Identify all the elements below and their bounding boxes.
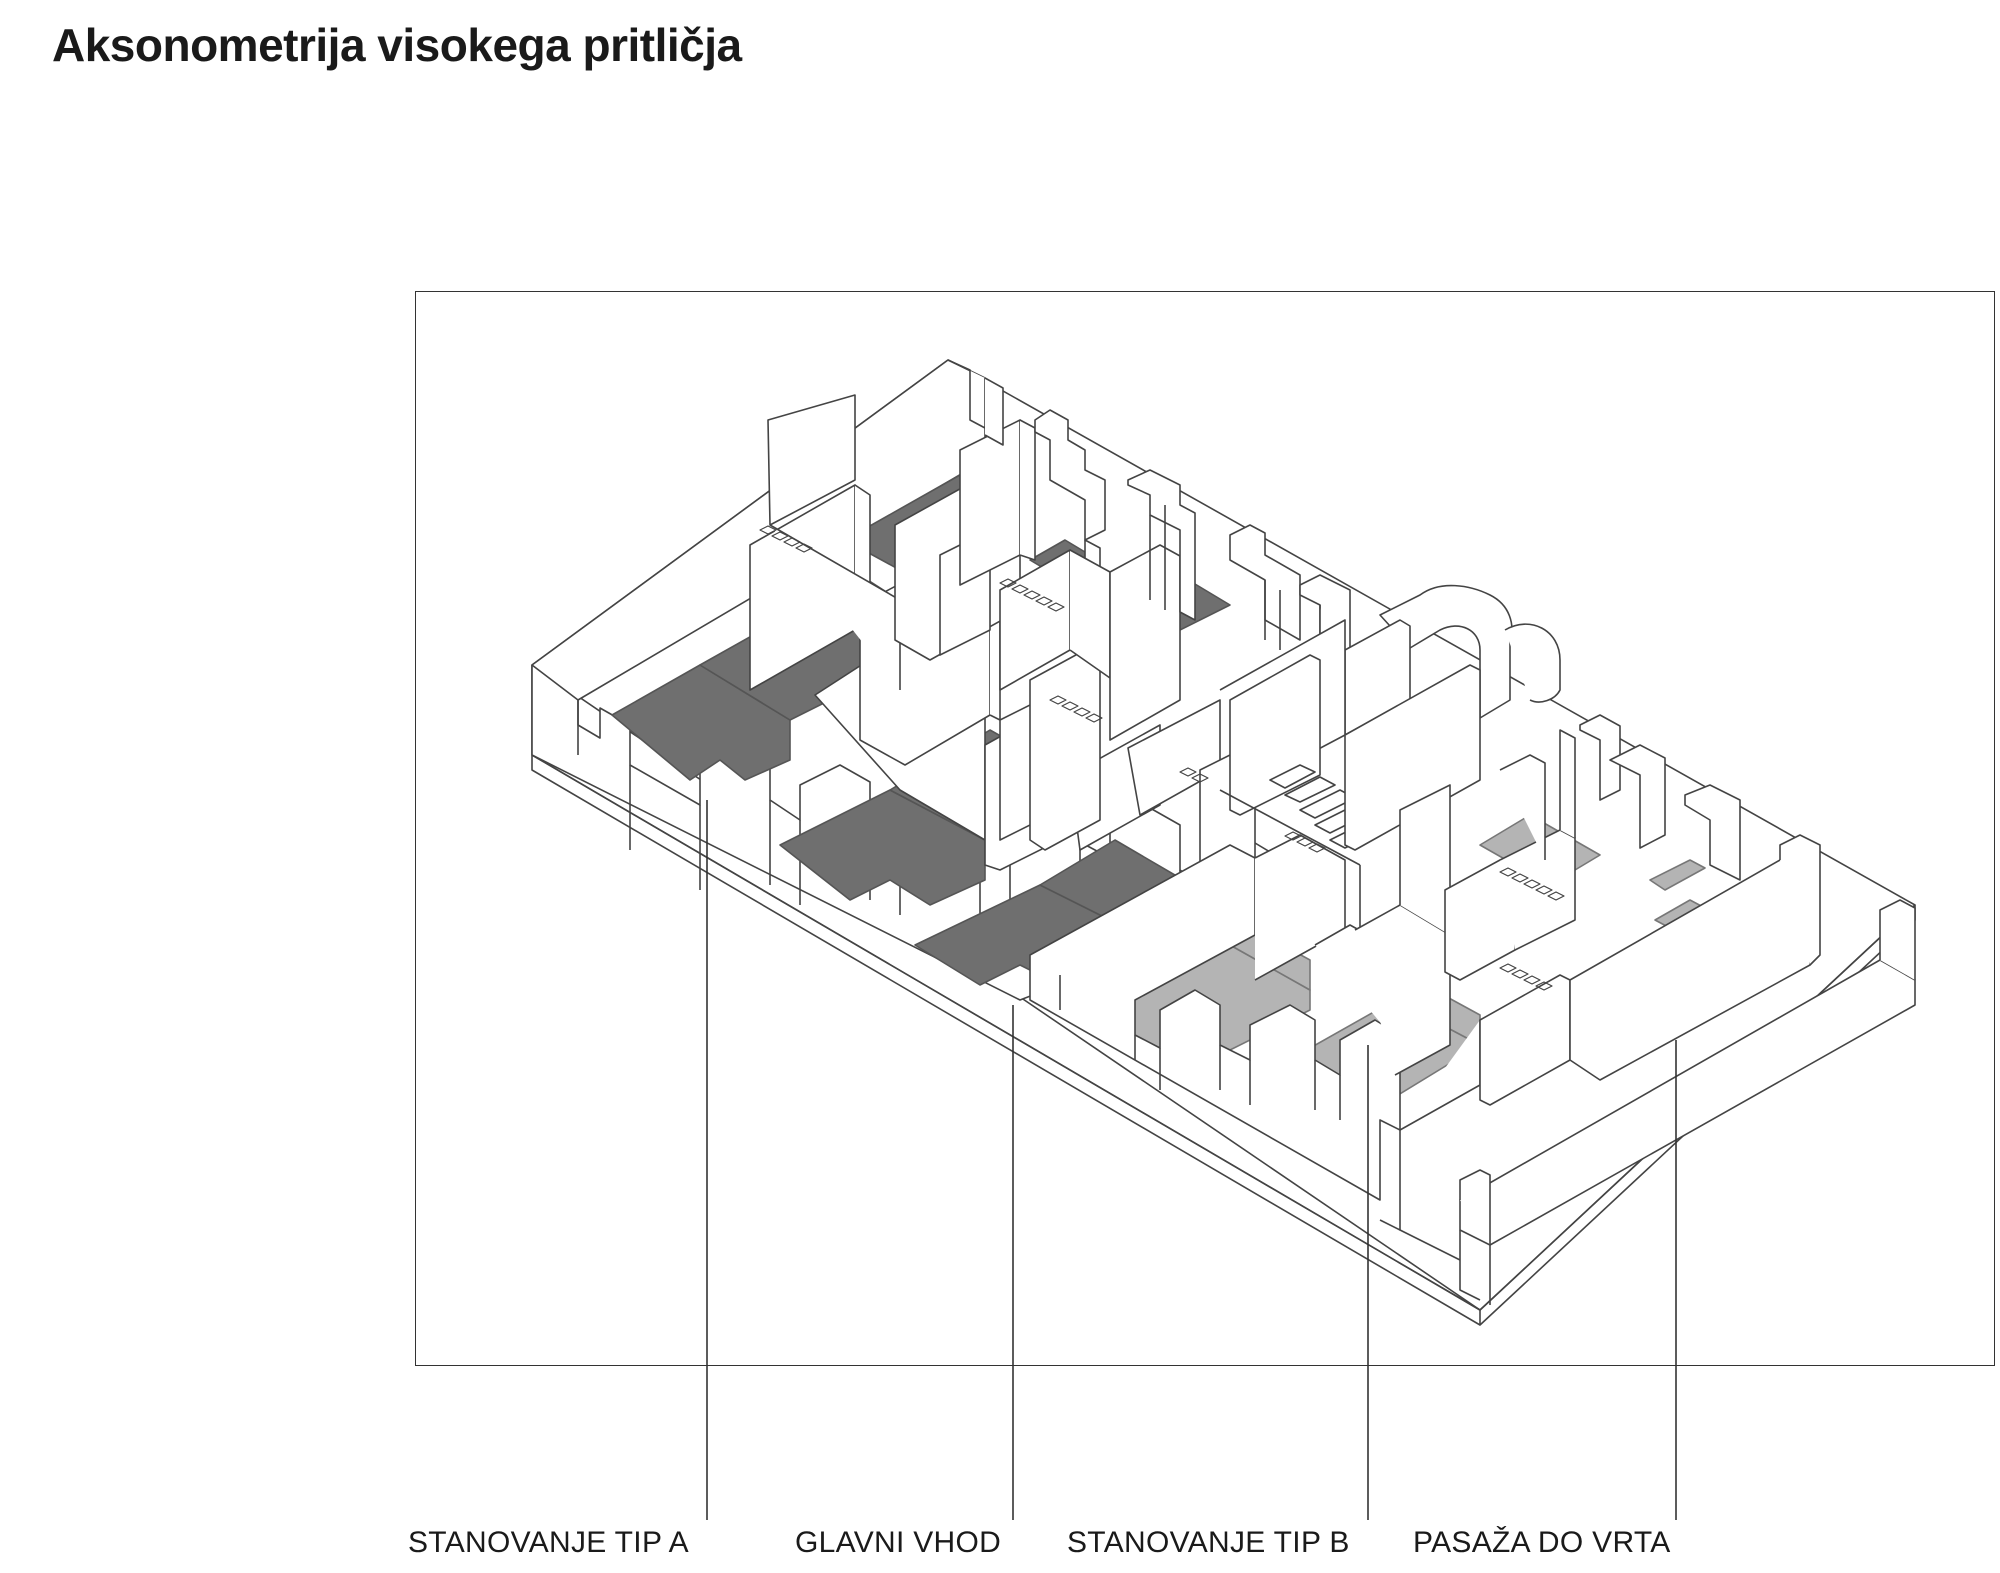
front-wall-type-b — [1029, 714, 1741, 1231]
label-garden-passage: PASAŽA DO VRTA — [1413, 1526, 1671, 1559]
staircase — [1219, 584, 1561, 940]
window-details — [759, 525, 1565, 991]
drawing-title: Aksonometrija visokega pritličja — [52, 19, 742, 71]
garden-passage-wall — [1399, 834, 1916, 1305]
label-main-entrance: GLAVNI VHOD — [795, 1526, 1002, 1559]
drawing-frame — [415, 291, 1995, 1366]
label-type-b: STANOVANJE TIP B — [1067, 1526, 1350, 1559]
leader-lines — [706, 800, 1677, 1520]
label-type-a: STANOVANJE TIP A — [408, 1526, 689, 1559]
